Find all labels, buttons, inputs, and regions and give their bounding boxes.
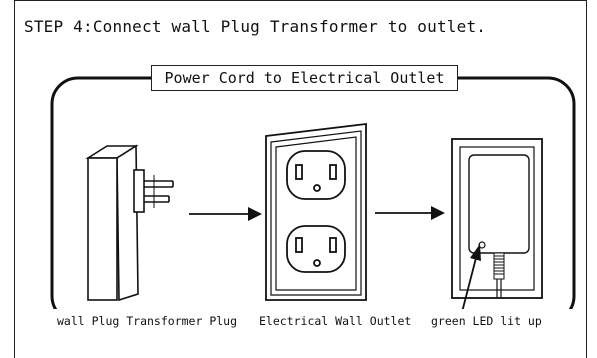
- caption-strip-mask: [54, 309, 574, 326]
- caption-green-led: green LED lit up: [431, 314, 542, 328]
- plugged-transformer-icon: [451, 138, 543, 299]
- page-frame-left: [14, 0, 15, 358]
- led-pointer-arrow-icon: [460, 244, 481, 317]
- step-title: STEP 4:Connect wall Plug Transformer to …: [24, 17, 487, 36]
- page-frame-right: [586, 0, 587, 358]
- wall-outlet-icon: [265, 122, 367, 301]
- arrow-right-icon: [375, 206, 445, 220]
- arrow-right-icon: [189, 207, 262, 221]
- wall-plug-transformer-icon: [85, 144, 174, 302]
- power-cord-icon: [493, 252, 505, 298]
- diagram-title: Power Cord to Electrical Outlet: [151, 65, 458, 91]
- caption-wall-plug-transformer: wall Plug Transformer Plug: [57, 314, 238, 328]
- caption-electrical-wall-outlet: Electrical Wall Outlet: [259, 314, 412, 328]
- page-frame-top: [14, 0, 586, 1]
